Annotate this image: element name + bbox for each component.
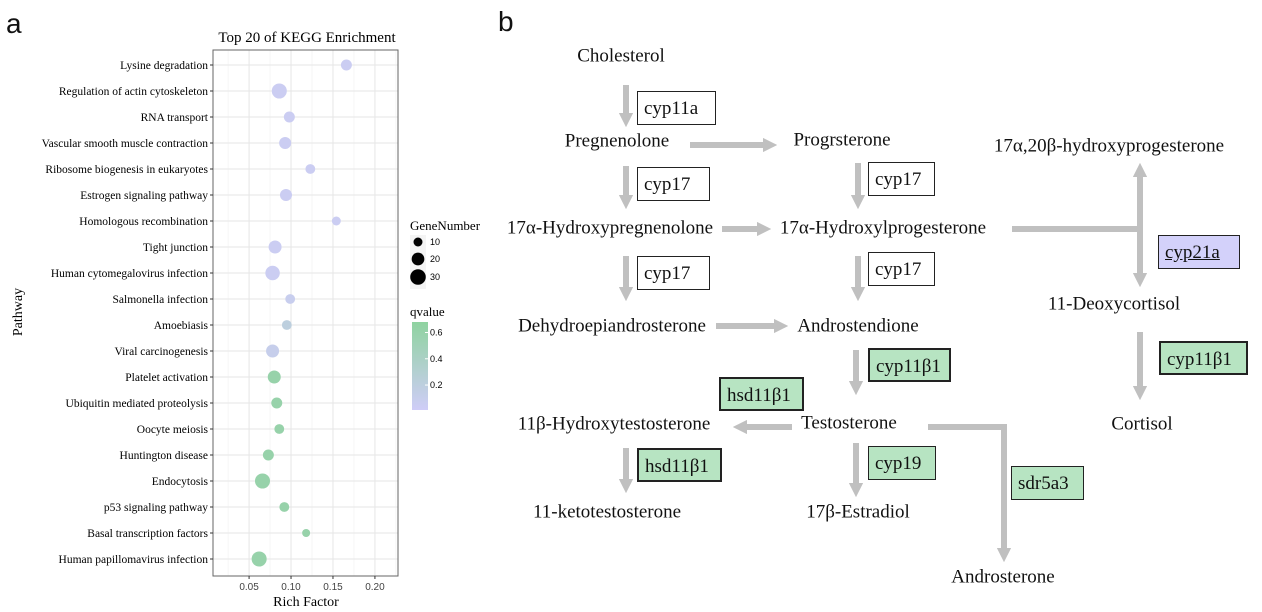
enzyme-cyp21a-downregulated: cyp21a [1158,235,1240,269]
y-tick-label: Tight junction [143,242,208,254]
bubble-point [266,344,280,358]
node-hydroxyprogesterone: 17α-Hydroxylprogesterone [779,217,987,239]
enzyme-cyp11b1-upregulated: cyp11β1 [868,348,951,382]
kegg-enrichment-bubble-chart: Top 20 of KEGG Enrichment Pathway Rich F… [11,30,480,610]
x-tick-labels: 0.05 0.10 0.15 0.20 [239,576,385,593]
node-androstendione: Androstendione [797,315,919,337]
enzyme-cyp11a: cyp11a [637,91,716,125]
y-tick-label: Salmonella infection [113,294,209,306]
node-progesterone: Progrsterone [793,129,891,151]
size-legend-label: 10 [430,237,440,247]
chart-title: Top 20 of KEGG Enrichment [218,30,396,46]
y-axis-label: Pathway [11,288,26,336]
data-points [251,59,352,567]
plot-frame [212,49,399,577]
legend: GeneNumber 10 20 30 qvalue 0.6 0.4 0.2 [410,218,480,410]
node-dhea: Dehydroepiandrosterone [518,315,706,337]
y-tick-label: Huntington disease [120,450,208,462]
x-tick-label: 0.05 [239,582,259,593]
node-deoxycortisol: 11-Deoxycortisol [1047,293,1181,315]
node-testosterone: Testosterone [801,412,897,434]
bubble-point [268,240,282,254]
y-tick-label: Lysine degradation [120,60,208,72]
x-tick-label: 0.20 [365,582,385,593]
size-legend-dot [411,252,425,266]
bubble-point [302,528,311,538]
qvalue-colorbar [412,322,428,410]
node-ketotestosterone: 11-ketotestosterone [532,501,682,523]
bubble-point [271,397,283,409]
y-tick-label: Human cytomegalovirus infection [51,268,208,280]
y-tick-label: Endocytosis [152,476,209,488]
colorbar-label: 0.2 [430,380,443,390]
node-pregnenolone: Pregnenolone [564,130,670,152]
y-tick-label: Oocyte meiosis [137,424,209,436]
bubble-point [283,111,295,123]
node-cortisol: Cortisol [1111,413,1173,435]
y-tick-label: Vascular smooth muscle contraction [42,138,209,150]
bubble-point [271,83,287,99]
bubble-point [305,164,316,174]
enzyme-cyp17: cyp17 [868,162,935,196]
bubble-point [274,424,285,434]
color-legend-title: qvalue [410,304,445,319]
node-cholesterol: Cholesterol [577,45,665,67]
enzyme-cyp19-upregulated: cyp19 [868,446,936,480]
node-dihydroxyprogesterone: 17α,20β-hydroxyprogesterone [993,135,1225,157]
panel-label-b: b [498,6,514,37]
node-hydroxytestosterone: 11β-Hydroxytestosterone [517,413,711,435]
y-tick-label: Ribosome biogenesis in eukaryotes [45,164,208,176]
y-tick-label: Homologous recombination [79,216,208,228]
size-legend-dot [413,237,423,247]
arrow-testosterone-androsterone [928,424,1012,563]
y-tick-label: Viral carcinogenesis [114,346,208,358]
y-tick-label: p53 signaling pathway [104,502,208,514]
bubble-point [251,551,267,567]
bubble-point [279,188,293,202]
size-legend-dot [410,269,426,285]
node-hydroxypregnenolone: 17α-Hydroxypregnenolone [506,217,714,239]
bubble-point [281,320,292,330]
x-tick-label: 0.10 [281,582,301,593]
y-tick-label: Regulation of actin cytoskeleton [59,86,208,98]
y-tick-label: RNA transport [141,112,209,124]
gridlines [213,50,398,576]
enzyme-cyp17: cyp17 [637,167,710,201]
colorbar-label: 0.6 [430,328,443,338]
bubble-point [279,502,290,512]
x-axis-label: Rich Factor [273,595,339,610]
enzyme-hsd11b1-upregulated: hsd11β1 [637,448,722,482]
y-tick-label: Ubiquitin mediated proteolysis [66,398,209,410]
enzyme-cyp17: cyp17 [637,256,710,290]
enzyme-cyp11b1-upregulated: cyp11β1 [1159,341,1248,375]
x-tick-label: 0.15 [323,582,343,593]
y-tick-label: Amoebiasis [154,320,209,332]
bubble-point [254,473,271,489]
bubble-point [265,265,280,281]
node-estradiol: 17β-Estradiol [806,501,910,523]
size-legend-title: GeneNumber [410,218,480,233]
bubble-point [285,294,296,304]
y-tick-label: Human papillomavirus infection [59,554,209,566]
bubble-point [267,370,281,384]
bubble-point [340,59,352,71]
enzyme-hsd11b1-upregulated: hsd11β1 [719,377,804,411]
y-tick-label: Platelet activation [125,372,208,384]
panel-label-a: a [6,8,22,39]
y-tick-label: Basal transcription factors [87,528,208,540]
enzyme-cyp17: cyp17 [868,252,935,286]
node-androsterone: Androsterone [951,566,1055,588]
bubble-point [279,136,292,150]
bubble-point [262,449,274,461]
colorbar-label: 0.4 [430,354,443,364]
bubble-point [331,216,341,226]
y-tick-label: Estrogen signaling pathway [80,190,208,202]
enzyme-sdr5a3-upregulated: sdr5a3 [1011,466,1084,500]
size-legend-label: 20 [430,254,440,264]
size-legend-label: 30 [430,272,440,282]
